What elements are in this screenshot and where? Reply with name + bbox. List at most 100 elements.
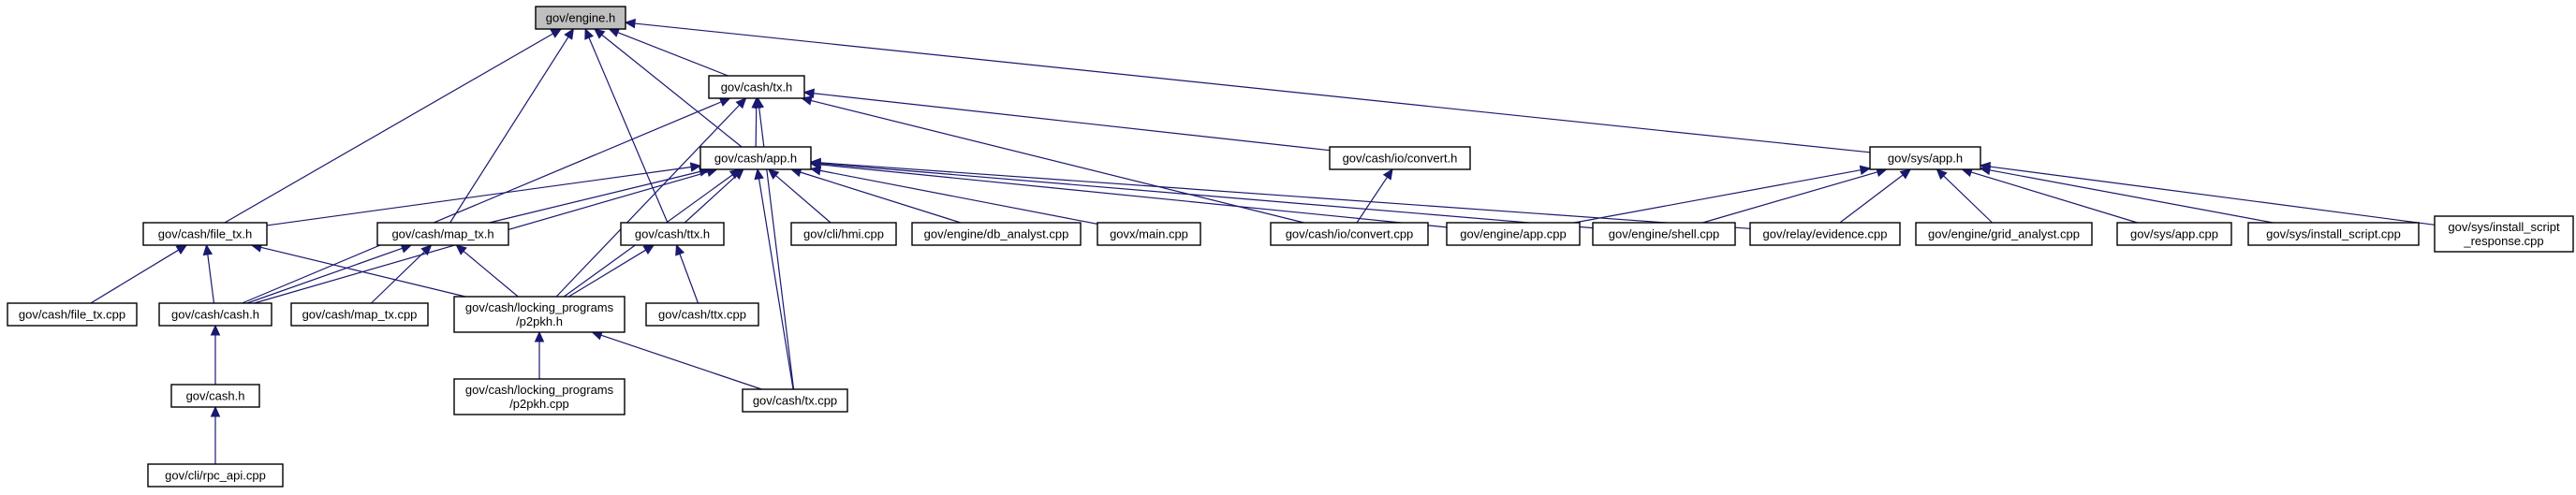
- node-label-line: _response.cpp: [2463, 234, 2543, 248]
- node-label: gov/cash/app.h: [714, 152, 797, 166]
- node-label-line: gov/relay/evidence.cpp: [1763, 227, 1888, 241]
- node-grid-analyst-cpp[interactable]: gov/engine/grid_analyst.cpp: [1915, 222, 2093, 246]
- node-label-line: gov/cash/file_tx.h: [158, 227, 252, 241]
- edge-line: [819, 164, 1448, 228]
- node-app-h[interactable]: gov/cash/app.h: [699, 146, 812, 170]
- node-install-script-response-cpp[interactable]: gov/sys/install_script_response.cpp: [2434, 215, 2574, 253]
- node-label-line: gov/engine/grid_analyst.cpp: [1928, 227, 2080, 241]
- node-label-line: gov/cash/cash.h: [171, 308, 259, 322]
- node-db-analyst-cpp[interactable]: gov/engine/db_analyst.cpp: [911, 222, 1082, 246]
- node-file-tx-h[interactable]: gov/cash/file_tx.h: [142, 222, 268, 246]
- node-label: gov/cash/locking_programs/p2pkh.h: [465, 300, 614, 328]
- node-shell-cpp[interactable]: gov/engine/shell.cpp: [1592, 222, 1736, 246]
- edge-line: [775, 175, 832, 224]
- node-box: [1097, 222, 1201, 246]
- node-box: [170, 384, 260, 408]
- node-label-line: gov/sys/install_script: [2448, 220, 2560, 234]
- arrowhead-icon: [455, 244, 467, 255]
- node-convert-cpp[interactable]: gov/cash/io/convert.cpp: [1270, 222, 1429, 246]
- node-box: [1749, 222, 1901, 246]
- node-sys-app-h[interactable]: gov/sys/app.h: [1869, 146, 1981, 170]
- node-p2pkh-cpp[interactable]: gov/cash/locking_programs/p2pkh.cpp: [453, 378, 626, 415]
- node-rpc-api-cpp[interactable]: gov/cli/rpc_api.cpp: [147, 463, 284, 488]
- edge-map_tx_h-to-app_h: [489, 167, 711, 224]
- node-tx-h[interactable]: gov/cash/tx.h: [708, 75, 805, 99]
- edge-file_tx_h-to-engine_h: [224, 28, 563, 224]
- node-label: gov/cli/rpc_api.cpp: [165, 469, 266, 483]
- node-box: [158, 302, 272, 327]
- node-p2pkh-h[interactable]: gov/cash/locking_programs/p2pkh.h: [453, 296, 626, 333]
- node-govx-main-cpp[interactable]: govx/main.cpp: [1097, 222, 1201, 246]
- node-box: [7, 302, 138, 327]
- node-label: gov/cash/map_tx.h: [391, 227, 493, 241]
- node-evidence-cpp[interactable]: gov/relay/evidence.cpp: [1749, 222, 1901, 246]
- node-box: [1915, 222, 2093, 246]
- node-install-script-cpp[interactable]: gov/sys/install_script.cpp: [2247, 222, 2420, 246]
- edge-line: [1839, 174, 1904, 224]
- node-map-tx-h[interactable]: gov/cash/map_tx.h: [376, 222, 509, 246]
- arrowhead-icon: [608, 27, 621, 37]
- node-sys-app-cpp[interactable]: gov/sys/app.cpp: [2116, 222, 2232, 246]
- edge-line: [489, 170, 700, 224]
- arrowhead-icon: [584, 27, 595, 40]
- edge-line: [819, 163, 1594, 229]
- arrowhead-icon: [1899, 168, 1912, 180]
- node-label: gov/cash/io/convert.cpp: [1286, 227, 1414, 241]
- edge-grid_analyst_cpp-to-sys_app_h: [1936, 168, 1993, 224]
- node-hmi-cpp[interactable]: gov/cli/hmi.cpp: [790, 222, 897, 246]
- node-box: [535, 6, 626, 30]
- node-label-line: gov/sys/app.cpp: [2130, 227, 2218, 241]
- node-label-line: gov/cash/map_tx.cpp: [302, 308, 418, 322]
- arrowhead-icon: [675, 243, 685, 256]
- arrowhead-icon: [754, 96, 764, 109]
- arrowhead-icon: [534, 330, 545, 342]
- arrowhead-icon: [735, 97, 747, 109]
- node-label: gov/cli/hmi.cpp: [803, 227, 884, 241]
- edge-line: [1702, 171, 1878, 224]
- edge-line: [600, 334, 762, 390]
- node-convert-h[interactable]: gov/cash/io/convert.h: [1329, 146, 1471, 170]
- node-box: [1446, 222, 1581, 246]
- edge-line: [1989, 166, 2436, 226]
- edge-ttx_cpp-to-ttx_h: [675, 243, 699, 304]
- node-label-line: gov/engine/app.cpp: [1460, 227, 1566, 241]
- node-label: gov/engine.h: [546, 11, 615, 25]
- node-box: [142, 222, 268, 246]
- node-box: [290, 302, 429, 327]
- arrowhead-icon: [1382, 167, 1393, 181]
- edge-rpc_api_cpp-to-cash_h: [210, 405, 221, 464]
- node-cash-h[interactable]: gov/cash.h: [170, 384, 260, 408]
- node-label-line: gov/cash/ttx.cpp: [658, 308, 746, 322]
- node-box: [376, 222, 509, 246]
- node-label: gov/engine/app.cpp: [1460, 227, 1566, 241]
- node-engine-app-cpp[interactable]: gov/engine/app.cpp: [1446, 222, 1581, 246]
- node-map-tx-cpp[interactable]: gov/cash/map_tx.cpp: [290, 302, 429, 327]
- edge-line: [224, 33, 553, 224]
- edge-line: [679, 254, 699, 304]
- edge-line: [1970, 171, 2138, 224]
- arrowhead-icon: [202, 243, 213, 256]
- edge-tx_cpp-to-app_h: [754, 167, 794, 390]
- edge-line: [260, 246, 466, 298]
- node-file-tx-cpp[interactable]: gov/cash/file_tx.cpp: [7, 302, 138, 327]
- edge-shell_cpp-to-sys_app_h: [1702, 167, 1888, 224]
- node-cash-cash-h[interactable]: gov/cash/cash.h: [158, 302, 272, 327]
- arrowhead-icon: [1859, 165, 1872, 175]
- node-engine-h[interactable]: gov/engine.h: [535, 6, 626, 30]
- node-box: [708, 75, 805, 99]
- edge-line: [588, 36, 669, 224]
- node-box: [645, 302, 759, 327]
- edge-line: [813, 93, 1331, 152]
- node-ttx-cpp[interactable]: gov/cash/ttx.cpp: [645, 302, 759, 327]
- node-label: gov/sys/app.cpp: [2130, 227, 2218, 241]
- edge-line: [568, 249, 646, 298]
- node-box: [1270, 222, 1429, 246]
- node-label: gov/engine/shell.cpp: [1609, 227, 1720, 241]
- node-tx-cpp[interactable]: gov/cash/tx.cpp: [742, 388, 848, 413]
- edge-sys_app_cpp-to-sys_app_h: [1961, 167, 2138, 224]
- edge-install_script_cpp-to-sys_app_h: [1979, 165, 2274, 224]
- node-label: gov/cash.h: [186, 389, 245, 403]
- arrowhead-icon: [564, 27, 575, 40]
- edge-convert_cpp-to-tx_h: [801, 95, 1304, 224]
- node-ttx-h[interactable]: gov/cash/ttx.h: [620, 222, 725, 246]
